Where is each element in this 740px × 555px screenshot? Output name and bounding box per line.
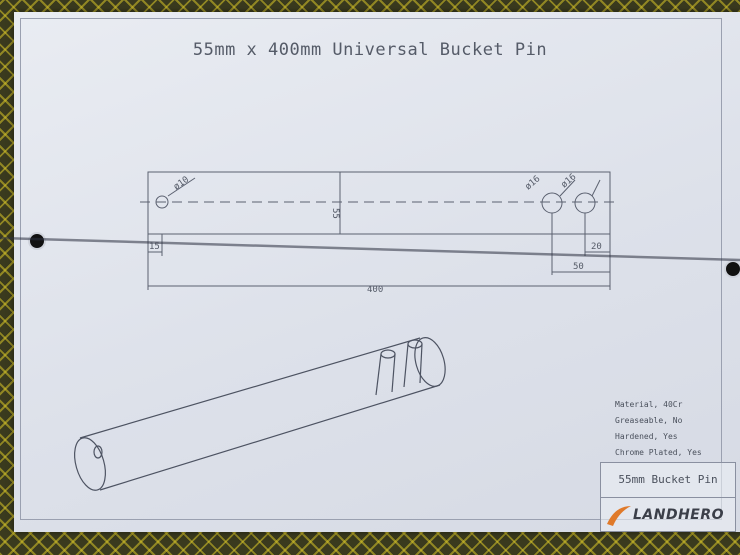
hole-middle-label: ø16 [524,174,543,192]
iso-edge-bottom [99,384,441,491]
iso-hole-2-bore-b [419,343,423,384]
strap-shadow [0,236,740,262]
spec-chrome: Chrome Plated, Yes [615,448,702,457]
pin-side-view [140,171,620,290]
punch-hole-left [28,232,46,250]
leader-middle [559,179,576,197]
iso-edge-top [79,337,421,439]
hole-middle [541,192,563,214]
offset-left-label: 15 [149,242,160,252]
title-block: 55mm Bucket Pin LANDHERO [600,462,736,532]
iso-hole-2 [407,339,423,349]
brand-logo-area: LANDHERO [601,498,735,531]
drawing-title: 55mm x 400mm Universal Bucket Pin [192,40,548,60]
leader-left [167,177,196,197]
drawing-sheet [14,12,740,532]
offset-right-label: 20 [591,242,602,252]
hole-left [155,195,169,209]
iso-end-cap-left [74,437,106,491]
diameter-label: 55 [330,208,340,219]
hole-right-label: ø16 [560,172,579,190]
leader-right [591,179,601,197]
iso-end-cap-right [414,337,446,387]
drawing-frame [20,18,722,520]
iso-hole-1 [380,349,396,359]
spec-hardened: Hardened, Yes [615,432,678,441]
hole-left-label: ø10 [172,175,191,193]
spec-material: Material, 40Cr [615,400,683,409]
iso-hole-2-bore-a [403,343,409,388]
specifications-block: Material, 40Cr Greaseable, No Hardened, … [615,397,702,461]
iso-small-hole [93,445,103,459]
spacing-label: 50 [573,262,584,272]
iso-hole-1-bore-b [391,353,396,393]
length-label: 400 [367,285,383,295]
pin-isometric-view [74,337,446,491]
brand-name: LANDHERO [633,507,725,523]
landhero-swoosh-icon [607,506,631,526]
iso-hole-1-bore-a [375,353,382,396]
part-name: 55mm Bucket Pin [601,463,735,498]
spec-greaseable: Greaseable, No [615,416,683,425]
